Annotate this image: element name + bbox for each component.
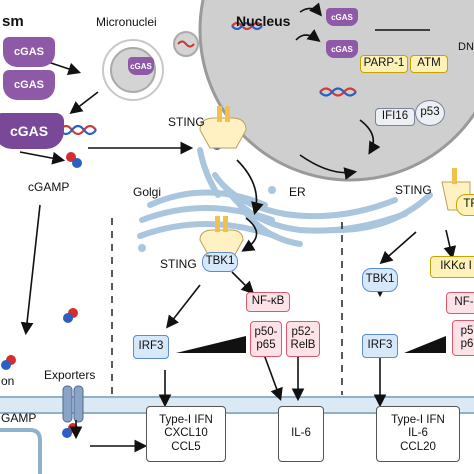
nucleus xyxy=(198,0,474,182)
gradient-triangle-left xyxy=(176,336,246,353)
golgi-label: Golgi xyxy=(133,185,162,199)
dna-label: DN xyxy=(458,41,474,53)
p5-right-box: p5 p6 xyxy=(452,320,474,356)
ifi16-box: IFI16 xyxy=(375,108,415,126)
cgas-micronucleus: cGAS xyxy=(128,57,154,75)
parp1-box: PARP-1 xyxy=(360,55,408,73)
p53-circle: p53 xyxy=(415,100,445,126)
output-left-box: Type-I IFN CXCL10 CCL5 xyxy=(146,406,226,462)
traf-box: TR xyxy=(456,194,474,216)
cgas-small-2: cGAS xyxy=(3,70,55,100)
cgas-nucleus-1: cGAS xyxy=(326,8,358,26)
nf-right-box: NF- xyxy=(446,292,474,314)
tbk1-right-box: TBK1 xyxy=(362,268,398,292)
sting-er-shape xyxy=(199,106,247,149)
irf3-box: IRF3 xyxy=(133,335,169,359)
p50-p65-box: p50- p65 xyxy=(250,321,282,357)
dna-strands xyxy=(59,21,357,136)
sting-golgi-label: STING xyxy=(160,257,197,271)
output-middle-box: IL-6 xyxy=(278,406,324,462)
gradient-triangle-right xyxy=(404,336,446,353)
tbk1-golgi-box: TBK1 xyxy=(202,252,238,272)
irf3-right-box: IRF3 xyxy=(362,334,398,358)
nucleus-label: Nucleus xyxy=(236,13,291,29)
sting-er-label: STING xyxy=(168,115,205,129)
exporters-label: Exporters xyxy=(44,368,96,382)
exporter-channel xyxy=(62,385,84,423)
cytosol-label: sm xyxy=(2,13,24,30)
sting-right-label: STING xyxy=(395,183,432,197)
output-right-box: Type-I IFN IL-6 CCL20 xyxy=(376,406,460,462)
micronuclei-label: Micronuclei xyxy=(96,15,157,29)
golgi-stack xyxy=(137,186,278,252)
ikk-box: IKKα I xyxy=(430,256,474,278)
atm-box: ATM xyxy=(410,55,448,73)
cgas-large: cGAS xyxy=(0,113,64,149)
p52-relb-box: p52- RelB xyxy=(286,321,320,357)
cgamp-bottom-label: GAMP xyxy=(1,411,37,425)
nfkb-box: NF-κB xyxy=(246,292,290,312)
import-label: on xyxy=(1,374,15,388)
cgas-small-1: cGAS xyxy=(3,37,55,67)
neighbor-cell xyxy=(0,428,42,474)
cgamp-label: cGAMP xyxy=(28,180,70,194)
er-label: ER xyxy=(289,185,306,199)
cgas-nucleus-2: cGAS xyxy=(326,40,358,58)
